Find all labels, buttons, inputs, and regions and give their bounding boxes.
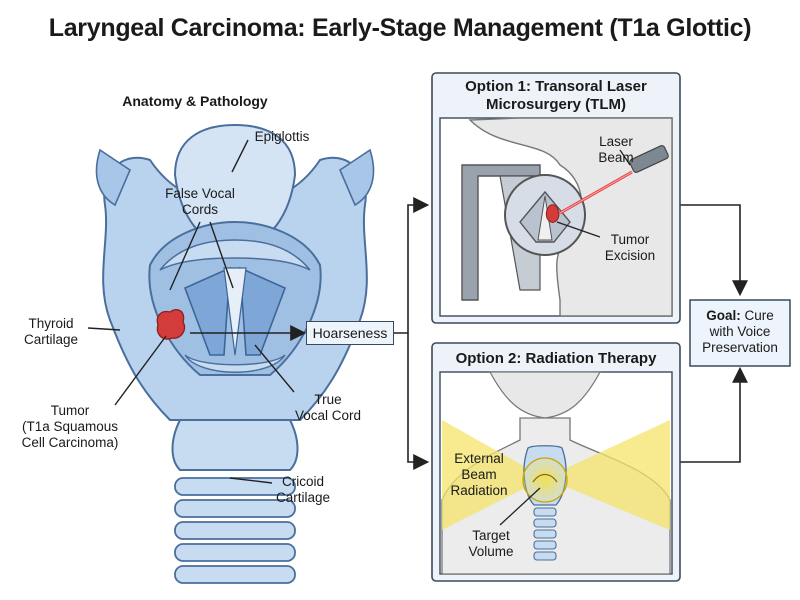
goal-text: Goal: Cure with Voice Preservation [702,308,778,355]
label-tumor: Tumor (T1a Squamous Cell Carcinoma) [21,403,119,450]
goal-arrows [680,204,748,463]
option2-title: Option 2: Radiation Therapy [455,350,657,367]
label-tumor-excision: Tumor Excision [604,232,656,263]
label-laser-beam: Laser Beam [598,134,634,165]
label-true-vocal-cord: True Vocal Cord [294,392,362,423]
label-external-beam-radiation: External Beam Radiation [450,451,508,498]
option1-title: Option 1: Transoral Laser Microsurgery (… [465,78,647,113]
anatomy-heading: Anatomy & Pathology [122,93,268,109]
anatomy-leader-lines [87,139,295,484]
radiation-beam-right [545,420,670,530]
target-volume-shape [522,457,568,503]
trachea-rings [174,477,296,584]
label-thyroid-cartilage: Thyroid Cartilage [23,316,79,347]
larynx-illustration [95,123,375,584]
radiation-illustration [441,371,671,575]
branch-arrows [394,197,430,470]
label-target-volume: Target Volume [468,528,514,559]
diagram-title: Laryngeal Carcinoma: Early-Stage Managem… [48,14,752,42]
tlm-illustration [461,117,673,317]
goal-box [689,299,791,367]
cricoid-cartilage-shape [171,419,299,471]
label-epiglottis: Epiglottis [254,129,310,144]
tumor-shape [156,308,186,340]
label-false-vocal-cords: False Vocal Cords [165,186,235,217]
label-cricoid-cartilage: Cricoid Cartilage [275,474,331,505]
hoarseness-box: Hoarseness [306,321,394,345]
radiation-beam-left [442,420,545,530]
